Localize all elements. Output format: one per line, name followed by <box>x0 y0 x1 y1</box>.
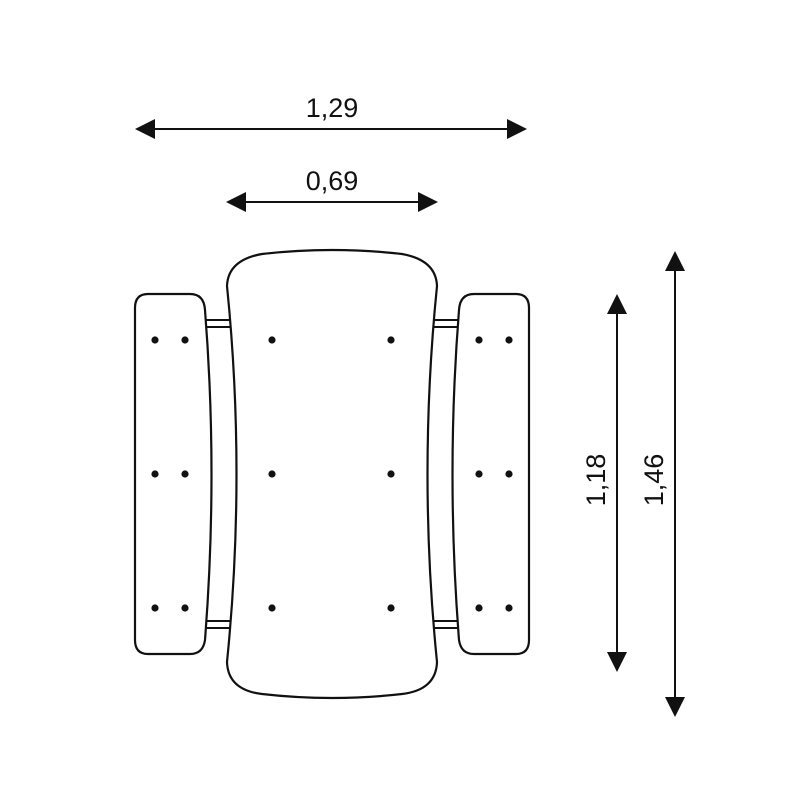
left-bench <box>133 292 213 656</box>
bolt-hole <box>268 336 276 344</box>
overall-width-label: 1,29 <box>306 93 359 123</box>
bolt-hole <box>475 336 483 344</box>
bolt-hole <box>268 470 276 478</box>
bolt-hole <box>151 470 159 478</box>
bench-length-label: 1,18 <box>581 454 611 507</box>
bolt-hole <box>505 336 513 344</box>
bolt-hole <box>181 336 189 344</box>
table-top <box>225 248 439 700</box>
bolt-hole <box>151 336 159 344</box>
bolt-hole <box>181 604 189 612</box>
bolt-hole <box>151 604 159 612</box>
bolt-hole <box>387 470 395 478</box>
bolt-hole <box>505 604 513 612</box>
bolt-hole <box>268 604 276 612</box>
bolt-holes <box>151 336 513 612</box>
bolt-hole <box>387 336 395 344</box>
bolt-hole <box>475 470 483 478</box>
table-length-label: 1,46 <box>639 454 669 507</box>
bolt-hole <box>505 470 513 478</box>
bolt-hole <box>387 604 395 612</box>
table-width-label: 0,69 <box>306 166 359 196</box>
right-bench <box>451 292 531 656</box>
bolt-hole <box>475 604 483 612</box>
bolt-hole <box>181 470 189 478</box>
